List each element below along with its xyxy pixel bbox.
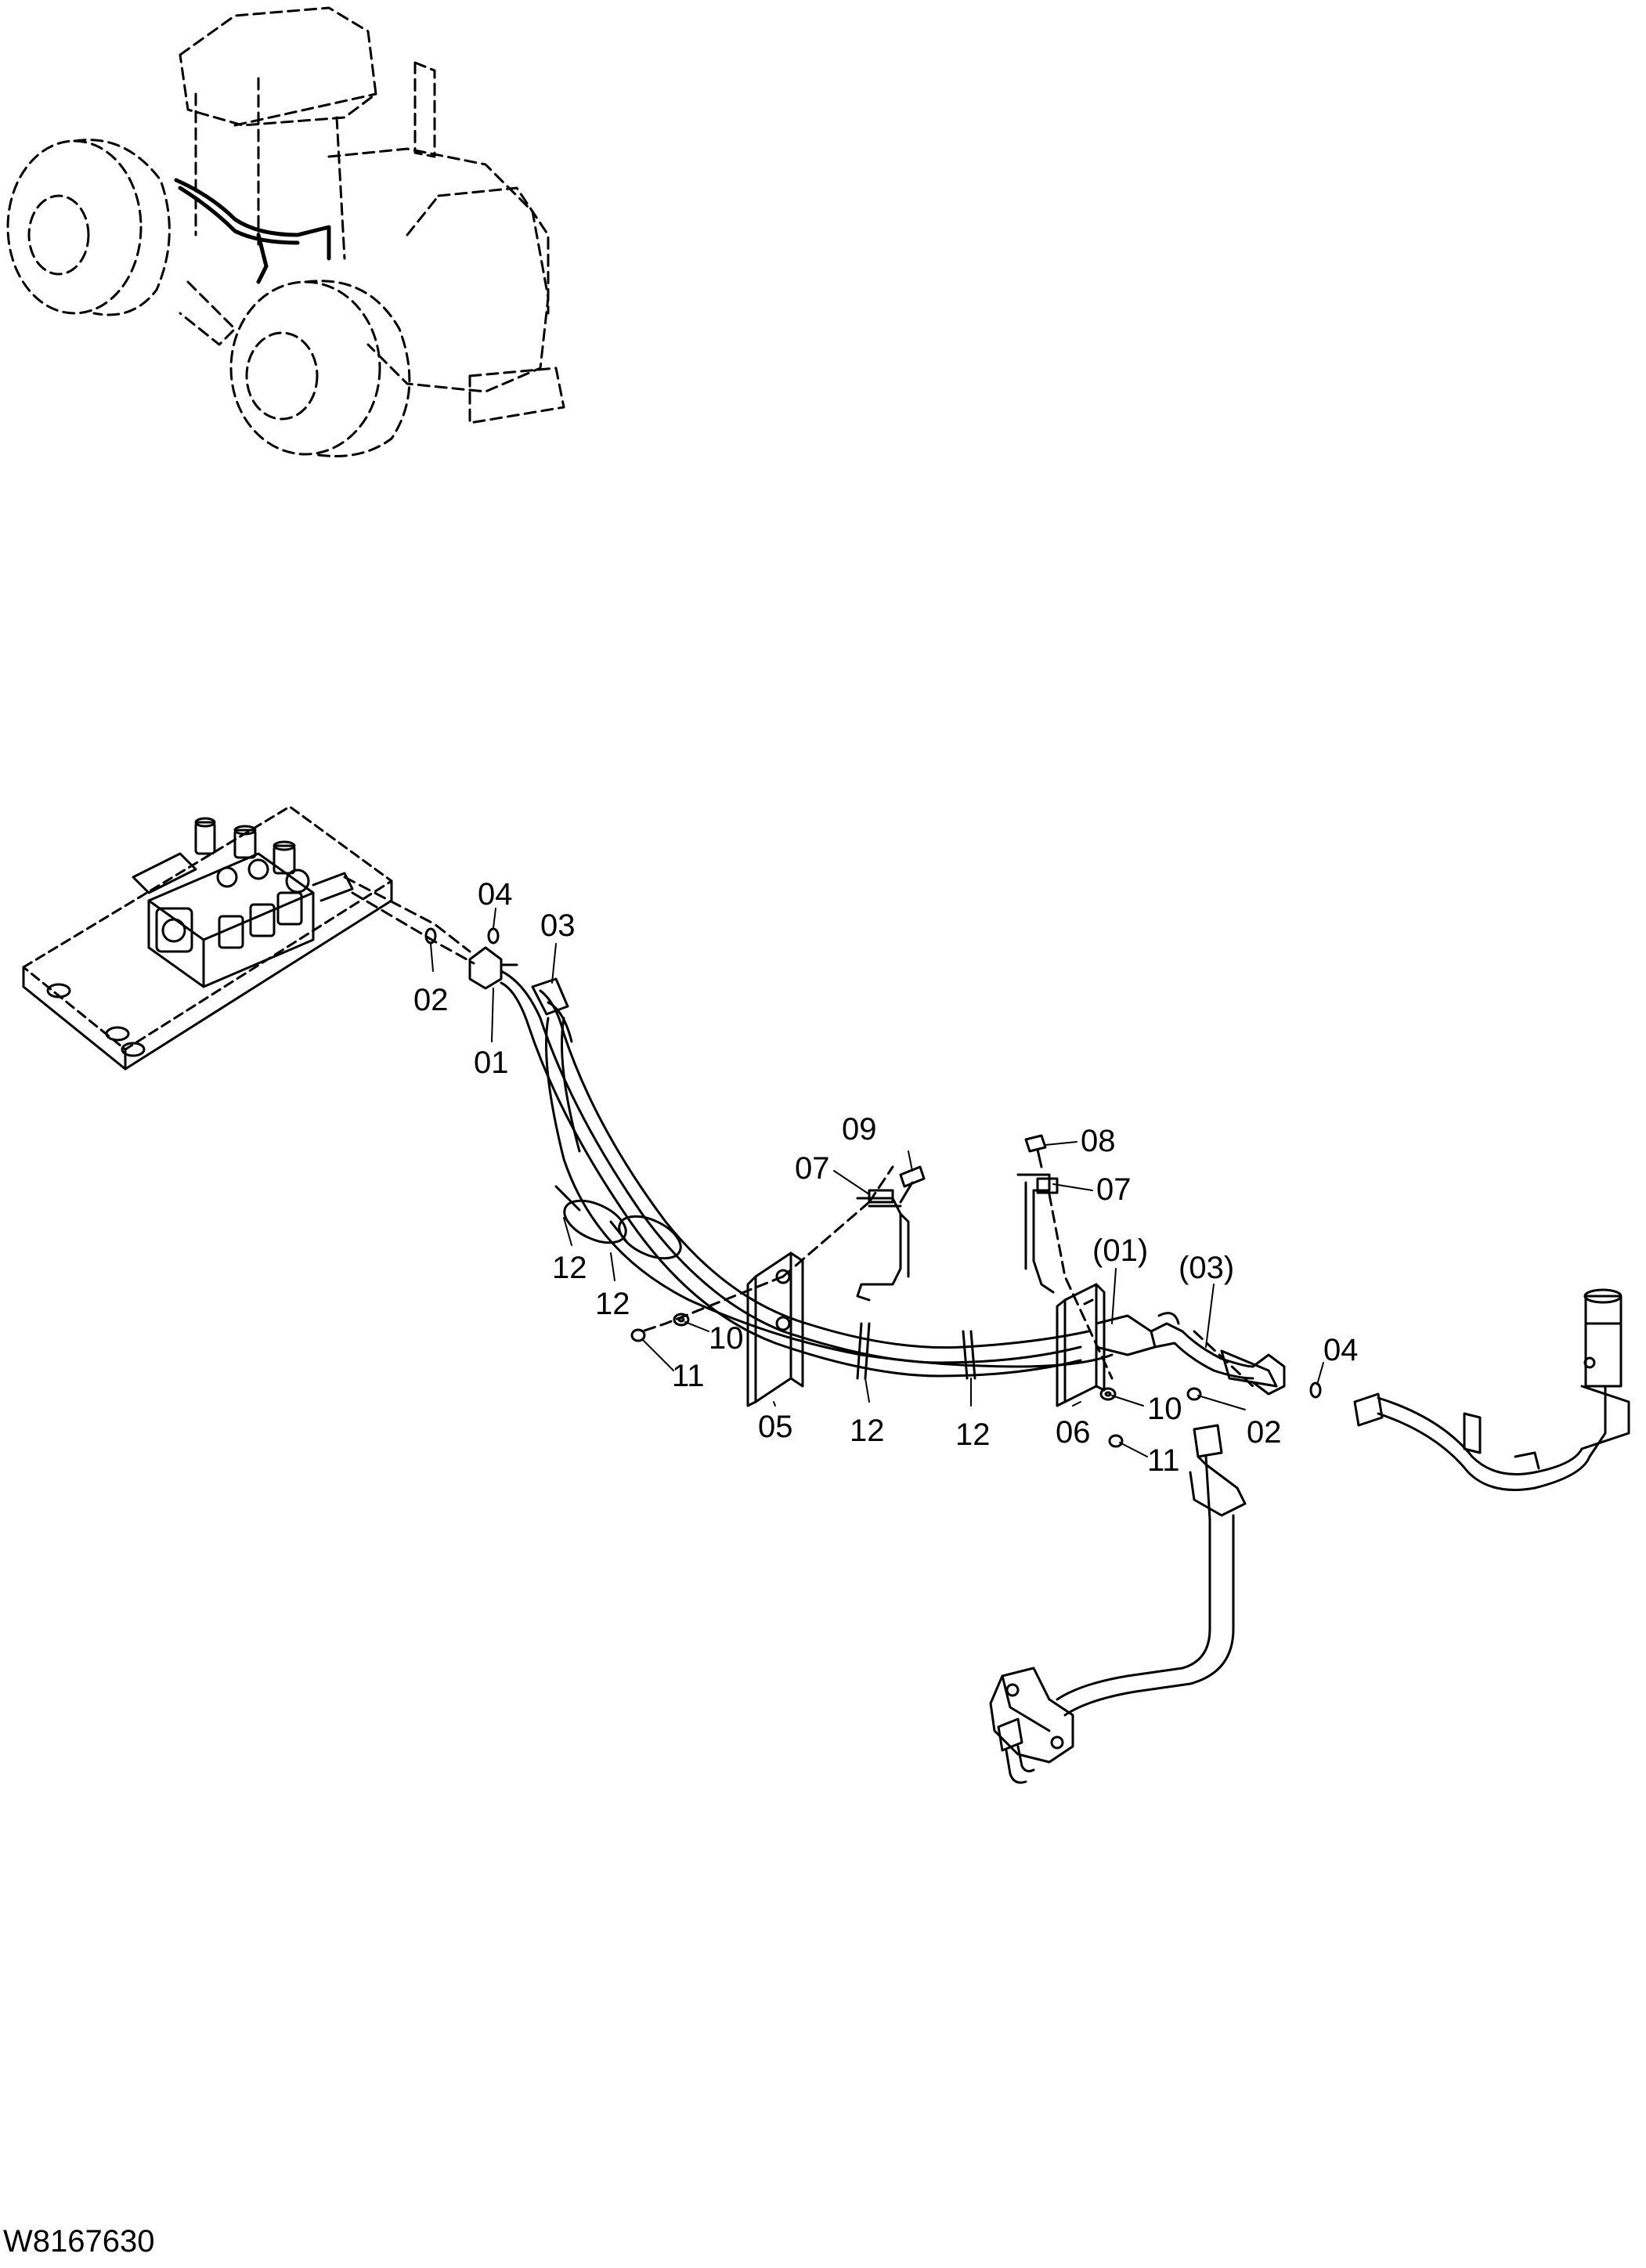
drawing-reference: W8167630: [3, 2224, 155, 2259]
label-12-b: 12: [595, 1287, 630, 1321]
label-04-top: 04: [478, 877, 513, 912]
label-04-right: 04: [1323, 1333, 1359, 1367]
label-12-c: 12: [850, 1414, 885, 1448]
label-01: 01: [474, 1046, 509, 1080]
label-09: 09: [842, 1112, 877, 1147]
seal-ring-02-right: [1186, 1387, 1202, 1401]
right-pipe-to-cylinder: [1353, 1288, 1630, 1491]
clamp-block-05: [746, 1251, 804, 1407]
label-03-top: 03: [540, 908, 576, 943]
part-labels: 04 03 02 01 09 07 08 07 (01) (03) 12 12 …: [413, 877, 1359, 1478]
label-02-left: 02: [413, 983, 449, 1017]
machine-locator-view: [6, 6, 565, 457]
connection-leader-lines: [343, 876, 1254, 1388]
nut-11-right: [1108, 1434, 1124, 1448]
bolt-09: [899, 1165, 926, 1204]
label-11-right: 11: [1147, 1443, 1180, 1478]
label-02-right: 02: [1247, 1415, 1282, 1450]
lower-pipe-assembly: [989, 1424, 1247, 1784]
label-01-paren: (01): [1092, 1233, 1148, 1268]
seal-ring-04-right: [1309, 1381, 1322, 1399]
label-12-a: 12: [552, 1251, 587, 1285]
locator-highlighted-pipe: [174, 178, 331, 284]
nut-11-left: [630, 1328, 646, 1342]
label-12-d: 12: [955, 1418, 991, 1452]
control-valve-assembly: [22, 805, 393, 1071]
right-hose-section: [1095, 1312, 1286, 1396]
label-08: 08: [1081, 1124, 1116, 1158]
label-06: 06: [1056, 1415, 1091, 1450]
label-11-left: 11: [672, 1359, 705, 1393]
label-10-right: 10: [1147, 1392, 1182, 1426]
seal-ring-02-left: [424, 927, 437, 944]
label-05: 05: [758, 1410, 793, 1444]
label-10-left: 10: [709, 1321, 744, 1356]
main-hose-bundle: [468, 946, 1114, 1380]
label-07-right: 07: [1096, 1172, 1132, 1207]
seal-ring-04-top: [487, 927, 500, 944]
label-07-left: 07: [795, 1151, 830, 1186]
washer-10-left: [673, 1313, 690, 1327]
bracket-07-left: [856, 1189, 910, 1302]
clamp-block-06: [1056, 1283, 1106, 1407]
label-leader-lines: [430, 908, 1324, 1457]
bolt-08: [1024, 1134, 1047, 1168]
washer-10-right: [1099, 1387, 1117, 1401]
bracket-07-right: [1016, 1173, 1059, 1294]
label-03-paren: (03): [1179, 1251, 1234, 1285]
